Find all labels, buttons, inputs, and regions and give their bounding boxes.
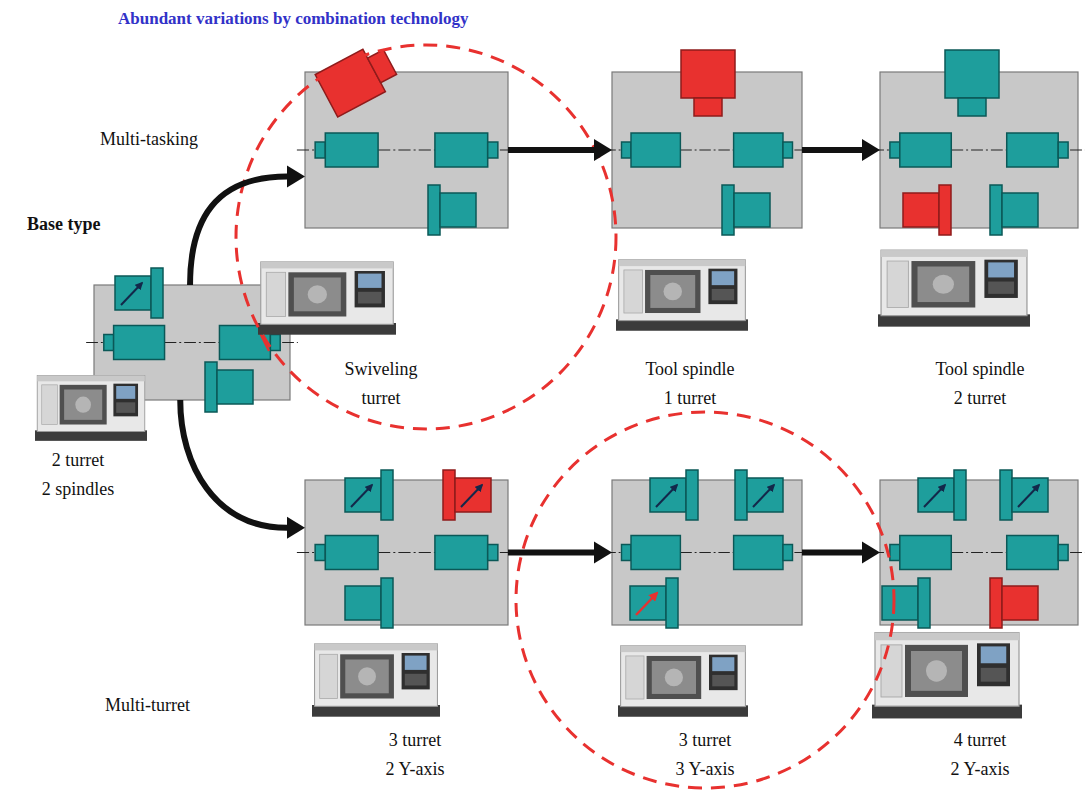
machine-box: Swiveling turret xyxy=(305,72,508,228)
drawing-part xyxy=(205,362,253,412)
drawing-part xyxy=(958,98,986,116)
machine-caption: 2 turret 2 spindles xyxy=(42,446,115,504)
drawing-part xyxy=(516,412,894,788)
machine-caption: Tool spindle 1 turret xyxy=(645,355,734,413)
category-label: Multi-tasking xyxy=(100,128,198,150)
drawing-part xyxy=(258,262,396,335)
machine-caption: Swiveling turret xyxy=(344,355,417,413)
arrow-head xyxy=(862,139,880,161)
arrow-line xyxy=(802,550,862,556)
machine-box: 2 turret 2 spindles xyxy=(94,285,290,400)
drawing-part xyxy=(604,133,809,167)
drawing-part xyxy=(903,185,951,235)
machine-box: Tool spindle 1 turret xyxy=(612,72,802,228)
drawing-part xyxy=(636,593,657,615)
drawing-part xyxy=(878,250,1030,327)
drawing-part xyxy=(115,268,163,318)
drawing-part xyxy=(35,376,147,441)
drawing-part xyxy=(1000,470,1048,520)
arrow-line xyxy=(508,147,594,153)
drawing-part xyxy=(443,470,491,520)
drawing-part xyxy=(872,536,1085,570)
arrow-head xyxy=(594,139,612,161)
drawing-part xyxy=(604,536,809,570)
drawing-part xyxy=(368,50,397,83)
drawing-part xyxy=(882,578,930,628)
arrow-head xyxy=(287,517,305,539)
flow-arrow xyxy=(508,542,612,564)
drawing-part xyxy=(918,470,966,520)
arrow-head xyxy=(287,166,305,188)
arrow-head xyxy=(862,542,880,564)
drawing-part xyxy=(722,185,770,235)
drawing-part xyxy=(236,45,616,429)
arrow-line xyxy=(190,177,287,285)
flow-arrow xyxy=(508,139,612,161)
red-changed-parts xyxy=(315,41,1038,628)
arrow-head xyxy=(594,542,612,564)
drawing-part xyxy=(428,185,476,235)
drawing-part xyxy=(315,41,401,117)
flow-arrow xyxy=(190,166,305,285)
machine-caption: 3 turret 3 Y-axis xyxy=(676,726,735,784)
teal-turrets xyxy=(115,50,1048,628)
arrow-line xyxy=(180,400,287,528)
machine-photos xyxy=(35,250,1030,718)
machine-box: 3 turret 3 Y-axis xyxy=(612,480,802,625)
arrow-line xyxy=(508,550,594,556)
drawing-part xyxy=(694,98,722,116)
drawing-part xyxy=(312,644,440,717)
drawing-part xyxy=(297,133,516,167)
spindle-pairs xyxy=(86,133,1085,570)
highlight-circles xyxy=(236,45,894,788)
arrow-line xyxy=(802,147,862,153)
drawing-part xyxy=(681,50,735,98)
drawing-part xyxy=(650,470,698,520)
drawing-part xyxy=(1018,485,1039,507)
machine-caption: Tool spindle 2 turret xyxy=(935,355,1024,413)
drawing-part xyxy=(990,185,1038,235)
drawing-part xyxy=(945,50,999,98)
flow-arrow xyxy=(802,542,880,564)
category-label: Base type xyxy=(27,213,101,235)
drawing-part xyxy=(872,633,1022,719)
drawing-part xyxy=(345,578,393,628)
diagram-title: Abundant variations by combination techn… xyxy=(118,8,468,30)
drawing-part xyxy=(351,485,372,507)
machine-box: Tool spindle 2 turret xyxy=(880,72,1078,228)
drawing-part xyxy=(872,133,1085,167)
drawing-part xyxy=(461,485,482,507)
drawing-part xyxy=(630,578,678,628)
drawing-part xyxy=(297,536,516,570)
drawing-part xyxy=(656,485,677,507)
machine-caption: 3 turret 2 Y-axis xyxy=(386,726,445,784)
machine-box: 3 turret 2 Y-axis xyxy=(305,480,508,625)
machine-box: 4 turret 2 Y-axis xyxy=(880,480,1078,625)
drawing-part xyxy=(345,470,393,520)
flow-arrow xyxy=(180,400,305,539)
flow-arrow xyxy=(802,139,880,161)
drawing-part xyxy=(618,646,748,717)
drawing-part xyxy=(924,485,945,507)
drawing-part xyxy=(616,260,748,331)
drawing-part xyxy=(121,283,142,305)
machine-caption: 4 turret 2 Y-axis xyxy=(951,726,1010,784)
drawing-part xyxy=(753,485,774,507)
category-label: Multi-turret xyxy=(105,694,190,716)
drawing-part xyxy=(735,470,783,520)
drawing-part xyxy=(990,578,1038,628)
